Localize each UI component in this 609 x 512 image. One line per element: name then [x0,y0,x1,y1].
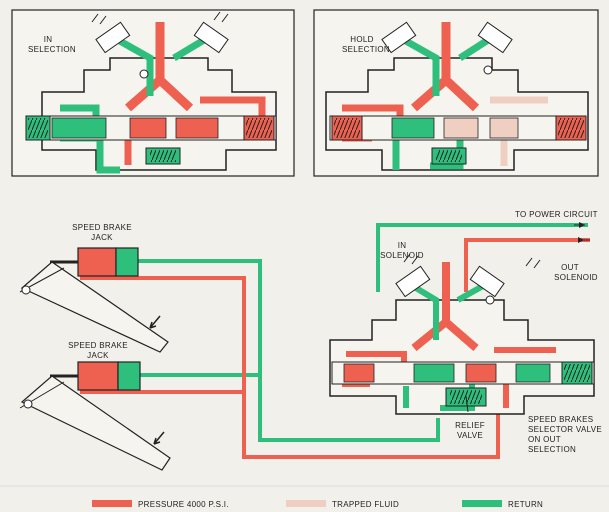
legend-label-return: RETURN [508,500,543,509]
legend: PRESSURE 4000 P.S.I. TRAPPED FLUID RETUR… [0,485,609,509]
return-line-jack1 [136,259,440,442]
in-selection-label-2: SELECTION [28,45,76,54]
relief-valve-label-2: VALVE [457,431,483,440]
selector-valve [329,253,595,415]
pressure-line-jack1 [80,276,500,459]
to-power-circuit-label: TO POWER CIRCUIT [515,210,598,219]
relief-valve-label-1: RELIEF [455,421,485,430]
in-selection-label-1: IN [44,35,53,44]
jack2-label-2: JACK [87,351,109,360]
main-diagram: SPEED BRAKE JACK SPEED BRAKE JACK TO POW… [19,210,602,471]
pressure-passage [125,22,194,112]
hold-selection-label-2: SELECTION [342,45,390,54]
legend-swatch-trapped [286,500,326,507]
legend-label-trapped: TRAPPED FLUID [332,500,399,509]
legend-swatch-pressure [92,500,132,507]
speed-brake-jack-2 [19,361,171,471]
hold-selection-label-1: HOLD [350,35,373,44]
panel-hold-selection: HOLD SELECTION [313,9,599,177]
panel-in-selection: IN SELECTION [11,9,295,177]
jack1-label-1: SPEED BRAKE [72,223,132,232]
legend-label-pressure: PRESSURE 4000 P.S.I. [138,500,229,509]
legend-swatch-return [462,500,502,507]
speed-brake-jack-1 [19,247,169,353]
out-solenoid-label-2: SOLENOID [554,273,598,282]
out-solenoid-label-1: OUT [561,263,579,272]
selector-label-3: ON OUT [528,435,561,444]
in-solenoid-label-2: SOLENOID [380,251,424,260]
selector-label-1: SPEED BRAKES [528,415,593,424]
in-solenoid-label-1: IN [398,241,407,250]
jack2-label-1: SPEED BRAKE [68,341,128,350]
selector-label-4: SELECTION [528,445,576,454]
selector-label-2: SELECTOR VALVE [528,425,602,434]
jack1-label-2: JACK [91,233,113,242]
